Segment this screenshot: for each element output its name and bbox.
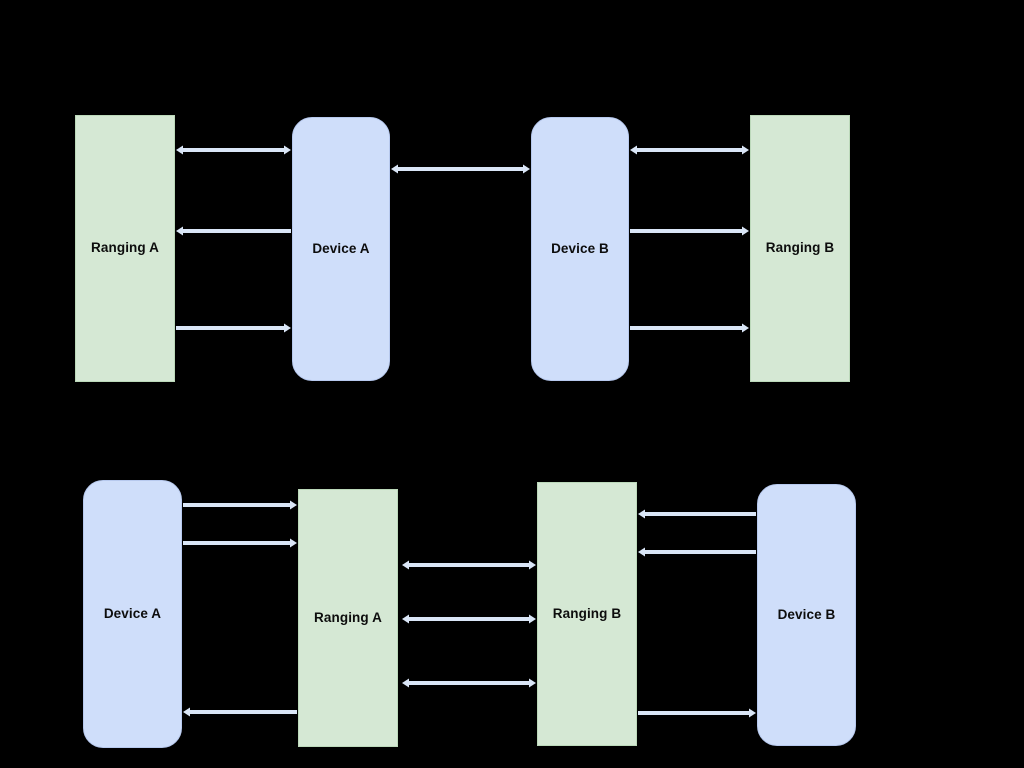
arrow-head — [638, 509, 645, 519]
edge-b-e7 — [628, 506, 766, 522]
node-top-device-b[interactable]: Device B — [531, 117, 629, 381]
edge-b-e1 — [173, 497, 307, 513]
node-top-device-a[interactable]: Device A — [292, 117, 390, 381]
edge-b-e6 — [392, 675, 546, 691]
edge-b-e5 — [392, 611, 546, 627]
node-label-bot-device-b: Device B — [777, 606, 836, 622]
edge-b-e8 — [628, 544, 766, 560]
arrow-head — [290, 500, 297, 510]
node-bot-device-a[interactable]: Device A — [83, 480, 182, 748]
arrow-head — [529, 614, 536, 624]
node-label-top-device-b: Device B — [551, 240, 609, 256]
arrow-head — [183, 707, 190, 717]
arrow-head — [402, 614, 409, 624]
arrow-head — [529, 678, 536, 688]
edge-b-e4 — [392, 557, 546, 573]
node-label-bot-ranging-b: Ranging B — [552, 605, 622, 621]
arrow-head — [290, 538, 297, 548]
arrow-head — [529, 560, 536, 570]
arrow-head — [638, 547, 645, 557]
node-bot-device-b[interactable]: Device B — [757, 484, 856, 746]
edge-b-e3 — [173, 704, 307, 720]
node-label-top-device-a: Device A — [312, 240, 370, 256]
node-label-bot-ranging-a: Ranging A — [314, 609, 382, 625]
arrow-head — [402, 560, 409, 570]
edge-b-e2 — [173, 535, 307, 551]
node-label-top-ranging-b: Ranging B — [765, 240, 835, 256]
node-top-ranging-a[interactable]: Ranging A — [75, 115, 175, 382]
arrow-head — [402, 678, 409, 688]
node-top-ranging-b[interactable]: Ranging B — [750, 115, 850, 382]
arrow-head — [749, 708, 756, 718]
node-bot-ranging-b[interactable]: Ranging B — [537, 482, 637, 746]
node-bot-ranging-a[interactable]: Ranging A — [298, 489, 398, 747]
node-label-bot-device-a: Device A — [103, 605, 162, 621]
node-label-top-ranging-a: Ranging A — [91, 240, 159, 256]
edge-b-e9 — [628, 705, 766, 721]
